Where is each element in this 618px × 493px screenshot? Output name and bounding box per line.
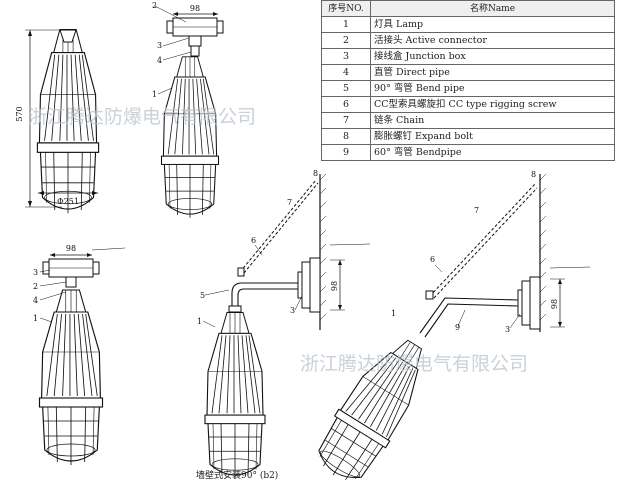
label-8-tilt: 8: [531, 170, 536, 179]
label-4-left: 4: [33, 296, 38, 305]
lamp-pendant-view: 98 3 2 4 1: [33, 244, 126, 466]
label-1-tilt: 1: [391, 309, 396, 318]
label-5-wall: 5: [200, 291, 205, 300]
label-3-left: 3: [33, 268, 38, 277]
row-name: 90° 弯管 Bend pipe: [370, 80, 615, 97]
lamp-wall-mount-90: 98 8 7 6 5 3 1 墙壁式安装90° (b2): [196, 169, 371, 481]
label-6-wall: 6: [251, 236, 256, 245]
lamp-wall-mount-60: 98 8 7 6 9 3 1: [307, 170, 591, 492]
row-number: 6: [321, 96, 371, 113]
label-3-wall: 3: [290, 306, 295, 315]
label-6-tilt: 6: [430, 255, 435, 264]
row-number: 4: [321, 64, 371, 81]
row-name: CC型索具螺旋扣 CC type rigging screw: [370, 96, 615, 113]
label-3-tilt: 3: [505, 325, 510, 334]
row-name: 灯具 Lamp: [370, 16, 615, 33]
lamp-ceiling-mount-view: 98 2 3 4 1: [152, 1, 224, 219]
row-number: 5: [321, 80, 371, 97]
row-number: 1: [321, 16, 371, 33]
dimension-diameter: Φ251: [57, 197, 79, 206]
row-name: 接线盒 Junction box: [370, 48, 615, 65]
label-7-wall: 7: [287, 198, 292, 207]
label-3-top: 3: [157, 41, 162, 50]
dimension-box-height-2: 98: [550, 299, 559, 309]
watermark-bottom: 浙江腾达防爆电气有限公司: [300, 353, 528, 375]
label-1-wall: 1: [197, 317, 202, 326]
label-7-tilt: 7: [474, 206, 479, 215]
row-number: 7: [321, 112, 371, 129]
dimension-box-width-left: 98: [66, 244, 76, 253]
dimension-height: 570: [15, 106, 24, 121]
caption-wall-mount: 墙壁式安装90° (b2): [196, 469, 278, 481]
label-9-tilt: 9: [455, 323, 460, 332]
row-number: 8: [321, 128, 371, 145]
row-name: 60° 弯管 Bendpipe: [370, 144, 615, 161]
label-2-top: 2: [152, 1, 157, 10]
row-number: 3: [321, 48, 371, 65]
row-name: 链条 Chain: [370, 112, 615, 129]
watermark-top: 浙江腾达防爆电气有限公司: [28, 106, 256, 128]
dimension-box-width-top: 98: [190, 4, 200, 13]
label-8-wall: 8: [313, 169, 318, 178]
label-2-left: 2: [33, 282, 38, 291]
row-name: 直管 Direct pipe: [370, 64, 615, 81]
row-name: 膨胀螺钉 Expand bolt: [370, 128, 615, 145]
header-number: 序号NO.: [321, 0, 371, 17]
parts-table-header: 序号NO. 名称Name: [321, 0, 615, 17]
header-name: 名称Name: [370, 0, 615, 17]
label-1-top: 1: [152, 90, 157, 99]
lamp-front-view: 570 Φ251: [15, 28, 100, 214]
row-number: 2: [321, 32, 371, 49]
dimension-box-height-1: 98: [330, 281, 339, 291]
row-number: 9: [321, 144, 371, 161]
label-1-left: 1: [33, 314, 38, 323]
label-4-top: 4: [157, 56, 162, 65]
row-name: 活接头 Active connector: [370, 32, 615, 49]
